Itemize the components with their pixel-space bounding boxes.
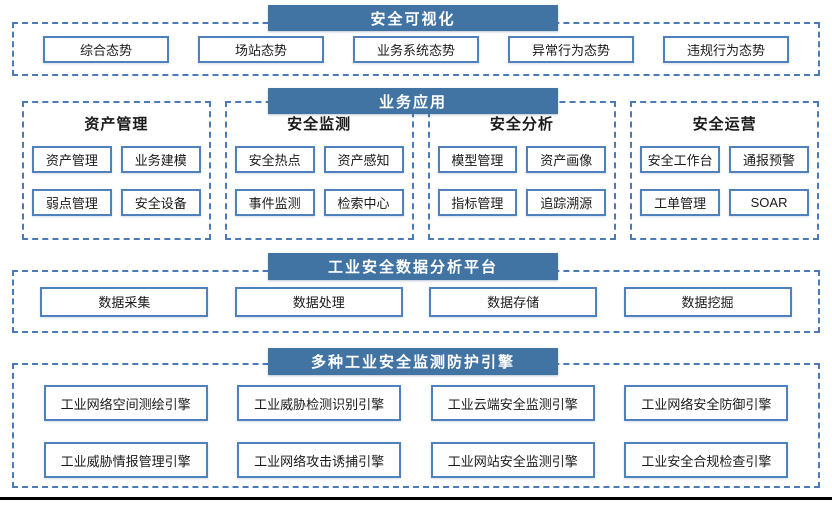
engines-row-1: 工业网络空间测绘引擎 工业威胁检测识别引擎 工业云端安全监测引擎 工业网络安全防… xyxy=(14,385,818,421)
viz-box-business-system-posture: 业务系统态势 xyxy=(353,35,479,63)
engines-container: 工业网络空间测绘引擎 工业威胁检测识别引擎 工业云端安全监测引擎 工业网络安全防… xyxy=(12,363,820,488)
box-ticket-management: 工单管理 xyxy=(640,189,721,216)
box-notification-warning: 通报预警 xyxy=(729,146,809,173)
viz-box-station-posture: 场站态势 xyxy=(198,35,324,63)
group-title: 安全运营 xyxy=(692,116,757,133)
engines-row-2: 工业威胁情报管理引擎 工业网络攻击诱捕引擎 工业网站安全监测引擎 工业安全合规检… xyxy=(14,442,818,478)
box-security-workbench: 安全工作台 xyxy=(640,146,721,173)
group-title: 资产管理 xyxy=(84,116,149,133)
visualization-header: 安全可视化 xyxy=(268,5,558,31)
viz-box-violation-behavior-posture: 违规行为态势 xyxy=(663,35,789,63)
box-network-defense-engine: 工业网络安全防御引擎 xyxy=(624,385,789,421)
box-asset-perception: 资产感知 xyxy=(323,146,404,173)
group-grid: 安全热点 资产感知 事件监测 检索中心 xyxy=(234,146,404,216)
group-grid: 安全工作台 通报预警 工单管理 SOAR xyxy=(640,146,809,216)
group-asset-management: 资产管理 资产管理 业务建模 弱点管理 安全设备 xyxy=(22,101,211,240)
box-cloud-security-monitoring-engine: 工业云端安全监测引擎 xyxy=(430,385,595,421)
group-security-operations: 安全运营 安全工作台 通报预警 工单管理 SOAR xyxy=(630,101,819,240)
box-event-monitoring: 事件监测 xyxy=(234,189,315,216)
business-groups-row: 资产管理 资产管理 业务建模 弱点管理 安全设备 安全监测 安全热点 资产感知 … xyxy=(22,101,819,240)
box-data-storage: 数据存储 xyxy=(429,286,598,317)
box-model-management: 模型管理 xyxy=(437,146,518,173)
box-trace-source: 追踪溯源 xyxy=(526,189,607,216)
viz-box-abnormal-behavior-posture: 异常行为态势 xyxy=(508,35,634,63)
box-compliance-check-engine: 工业安全合规检查引擎 xyxy=(624,442,789,478)
box-threat-detection-engine: 工业威胁检测识别引擎 xyxy=(237,385,402,421)
box-security-hotspot: 安全热点 xyxy=(234,146,315,173)
group-title: 安全分析 xyxy=(489,116,554,133)
platform-header: 工业安全数据分析平台 xyxy=(268,253,558,280)
box-data-collection: 数据采集 xyxy=(40,286,209,317)
group-title: 安全监测 xyxy=(287,116,352,133)
group-security-analysis: 安全分析 模型管理 资产画像 指标管理 追踪溯源 xyxy=(427,101,617,240)
group-security-monitoring: 安全监测 安全热点 资产感知 事件监测 检索中心 xyxy=(224,101,414,240)
box-retrieval-center: 检索中心 xyxy=(323,189,404,216)
box-attack-decoy-engine: 工业网络攻击诱捕引擎 xyxy=(237,442,402,478)
box-security-devices: 安全设备 xyxy=(120,189,201,216)
box-data-mining: 数据挖掘 xyxy=(623,286,792,317)
group-grid: 模型管理 资产画像 指标管理 追踪溯源 xyxy=(437,146,607,216)
visualization-container: 综合态势 场站态势 业务系统态势 异常行为态势 违规行为态势 xyxy=(12,22,820,76)
platform-container: 数据采集 数据处理 数据存储 数据挖掘 xyxy=(12,270,820,333)
bottom-divider xyxy=(0,497,832,500)
business-header: 业务应用 xyxy=(268,88,558,114)
engines-header: 多种工业安全监测防护引擎 xyxy=(268,348,558,375)
box-business-modeling: 业务建模 xyxy=(120,146,201,173)
box-soar: SOAR xyxy=(729,189,809,216)
box-asset-management: 资产管理 xyxy=(32,146,112,173)
box-weakness-management: 弱点管理 xyxy=(32,189,112,216)
box-indicator-management: 指标管理 xyxy=(437,189,518,216)
viz-box-overall-posture: 综合态势 xyxy=(43,35,169,63)
box-cyberspace-mapping-engine: 工业网络空间测绘引擎 xyxy=(43,385,208,421)
box-data-processing: 数据处理 xyxy=(234,286,403,317)
group-grid: 资产管理 业务建模 弱点管理 安全设备 xyxy=(32,146,201,216)
box-asset-profile: 资产画像 xyxy=(526,146,607,173)
box-threat-intelligence-engine: 工业威胁情报管理引擎 xyxy=(43,442,208,478)
box-website-security-monitoring-engine: 工业网站安全监测引擎 xyxy=(430,442,595,478)
